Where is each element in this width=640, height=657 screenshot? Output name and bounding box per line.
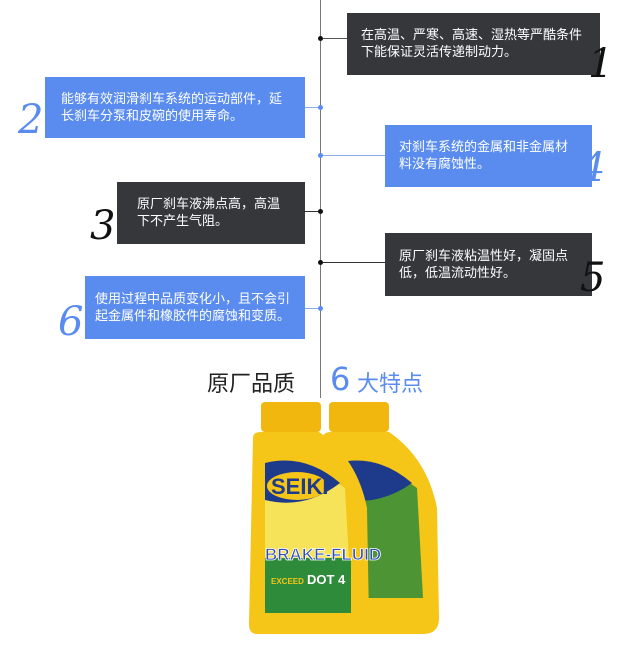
feature-text-4: 对刹车系统的金属和非金属材料没有腐蚀性。 (399, 140, 569, 172)
connector-4 (320, 155, 385, 156)
connector-2 (305, 107, 320, 108)
dot-6 (318, 306, 323, 311)
feature-number-5: 5 (580, 255, 606, 301)
feature-box-1: 在高温、严寒、高速、湿热等严酷条件下能保证灵活传递制动力。 (347, 13, 600, 75)
connector-6 (305, 308, 320, 309)
title-right: 大特点 (357, 372, 424, 397)
feature-text-3: 原厂刹车液沸点高，高温下不产生气阻。 (137, 197, 281, 229)
dot-2 (318, 105, 323, 110)
feature-number-3: 3 (90, 203, 116, 249)
connector-1 (320, 38, 347, 39)
dot-4 (318, 153, 323, 158)
feature-box-3: 原厂刹车液沸点高，高温下不产生气阻。 (117, 182, 305, 244)
product-exceed: EXCEED (271, 577, 304, 586)
dot-5 (318, 260, 323, 265)
title-number: 6 (330, 360, 351, 398)
timeline-line (320, 0, 321, 398)
title-left: 原厂品质 (207, 372, 296, 397)
dot-3 (318, 209, 323, 214)
product-name: BRAKE-FLUID (265, 545, 381, 564)
feature-text-1: 在高温、严寒、高速、湿热等严酷条件下能保证灵活传递制动力。 (361, 28, 583, 60)
connector-5 (320, 262, 385, 263)
feature-text-2: 能够有效润滑刹车系统的运动部件，延长刹车分泵和皮碗的使用寿命。 (61, 91, 283, 124)
feature-text-6: 使用过程中品质变化小，且不会引起金属件和橡胶件的腐蚀和变质。 (95, 291, 291, 324)
connector-3 (305, 211, 320, 212)
feature-number-4: 4 (580, 145, 606, 191)
feature-number-6: 6 (58, 299, 84, 345)
feature-box-4: 对刹车系统的金属和非金属材料没有腐蚀性。 (385, 125, 592, 187)
product-grade: DOT 4 (307, 572, 346, 587)
feature-number-2: 2 (18, 97, 44, 143)
dot-1 (318, 36, 323, 41)
feature-number-1: 1 (588, 41, 614, 87)
product-image: SEIKI BRAKE-FLUID EXCEED DOT 4 (249, 402, 439, 634)
feature-text-5: 原厂刹车液粘温性好，凝固点低，低温流动性好。 (399, 248, 569, 281)
bottle-front: SEIKI BRAKE-FLUID EXCEED DOT 4 (249, 402, 382, 634)
feature-box-6: 使用过程中品质变化小，且不会引起金属件和橡胶件的腐蚀和变质。 (85, 276, 305, 339)
brand-logo: SEIKI (271, 474, 328, 499)
feature-box-5: 原厂刹车液粘温性好，凝固点低，低温流动性好。 (385, 233, 592, 296)
feature-box-2: 能够有效润滑刹车系统的运动部件，延长刹车分泵和皮碗的使用寿命。 (45, 77, 305, 138)
